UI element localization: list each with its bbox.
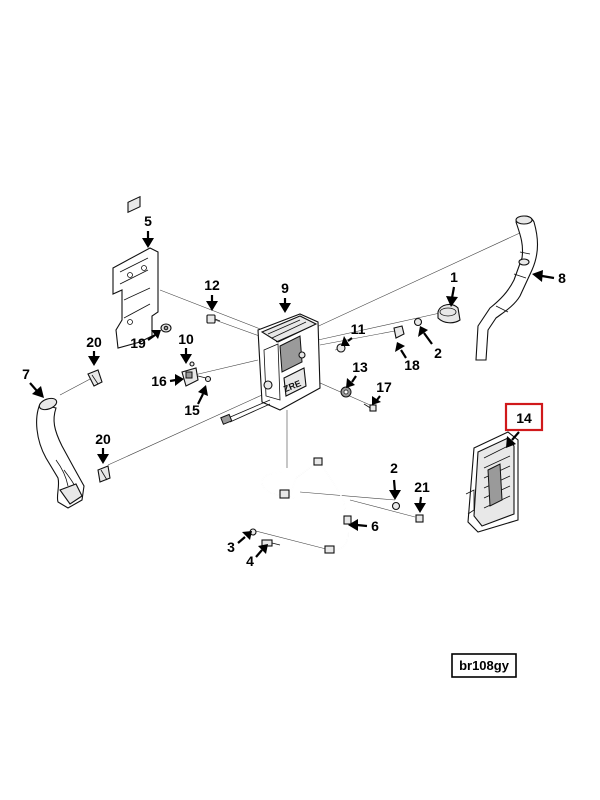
callout-13: 13 [346, 359, 368, 388]
callout-3: 3 [227, 531, 252, 555]
callout-20-upper-label: 20 [86, 334, 102, 350]
part-7-hose [36, 397, 85, 509]
callout-11-label: 11 [351, 321, 366, 337]
callout-12: 12 [204, 277, 220, 311]
callout-2-lower-label: 2 [390, 460, 398, 476]
callouts: 1 2 2 3 4 5 [22, 213, 566, 569]
part-17-screw [363, 403, 377, 412]
callout-21: 21 [414, 479, 430, 513]
part-2-washer-lower [391, 501, 401, 511]
part-21-bolt [415, 514, 424, 523]
callout-15-label: 15 [184, 402, 200, 418]
callout-5-label: 5 [144, 213, 152, 229]
callout-7-label: 7 [22, 366, 30, 382]
callout-20-upper: 20 [86, 334, 102, 366]
leader-lines [59, 231, 523, 551]
callout-6: 6 [348, 518, 379, 534]
callout-19: 19 [130, 330, 161, 351]
callout-1: 1 [446, 269, 458, 307]
callout-9: 9 [279, 280, 291, 313]
part-1-clamp [437, 303, 461, 324]
callout-18-label: 18 [404, 357, 420, 373]
part-8-hose [475, 215, 539, 361]
callout-5: 5 [142, 213, 154, 248]
part-20-clamp-upper [87, 369, 103, 387]
part-6-tube [261, 457, 352, 553]
callout-14-highlight-box [504, 402, 544, 432]
callout-13-label: 13 [352, 359, 368, 375]
callout-15: 15 [184, 385, 208, 418]
callout-11: 11 [341, 321, 366, 346]
part-9-control-module: ZRE [220, 313, 321, 425]
callout-10: 10 [178, 331, 194, 364]
callout-19-label: 19 [130, 335, 146, 351]
callout-21-label: 21 [414, 479, 430, 495]
callout-1-label: 1 [450, 269, 458, 285]
callout-20-lower: 20 [95, 431, 111, 464]
part-13-grommet [340, 386, 352, 398]
reference-code-label: br108gy [459, 658, 510, 673]
callout-12-label: 12 [204, 277, 220, 293]
callout-9-label: 9 [281, 280, 289, 296]
part-5-mounting-bracket [112, 195, 159, 349]
callout-17-label-text: 17 [376, 379, 392, 395]
callout-10-label: 10 [178, 331, 194, 347]
part-19-nut [160, 323, 172, 333]
callout-4: 4 [246, 544, 268, 569]
part-2-washer-upper [413, 317, 423, 327]
callout-18: 18 [395, 342, 420, 373]
callout-2-upper: 2 [418, 326, 442, 361]
callout-8-label-text: 8 [558, 270, 566, 286]
callout-2-upper-label: 2 [434, 345, 442, 361]
callout-8: 7 8 [532, 270, 566, 286]
reference-code-box: br108gy [451, 653, 517, 678]
part-16-sensor [181, 361, 212, 387]
callout-4-label: 4 [246, 553, 254, 569]
part-18-nut [393, 325, 405, 339]
callout-16-label: 16 [151, 373, 167, 389]
callout-2-lower: 2 [389, 460, 401, 500]
callout-16: 16 [151, 373, 184, 389]
callout-14-label: 14 [516, 410, 532, 426]
callout-3-label: 3 [227, 539, 235, 555]
callout-20-lower-label: 20 [95, 431, 111, 447]
part-12-bolt [206, 314, 221, 324]
callout-17: 16 17 [372, 379, 392, 405]
part-14-filter-element [465, 431, 519, 533]
part-20-clamp-lower [97, 465, 111, 483]
callout-7: 7 [22, 366, 44, 398]
callout-14: 14 [504, 402, 544, 448]
callout-6-label: 6 [371, 518, 379, 534]
